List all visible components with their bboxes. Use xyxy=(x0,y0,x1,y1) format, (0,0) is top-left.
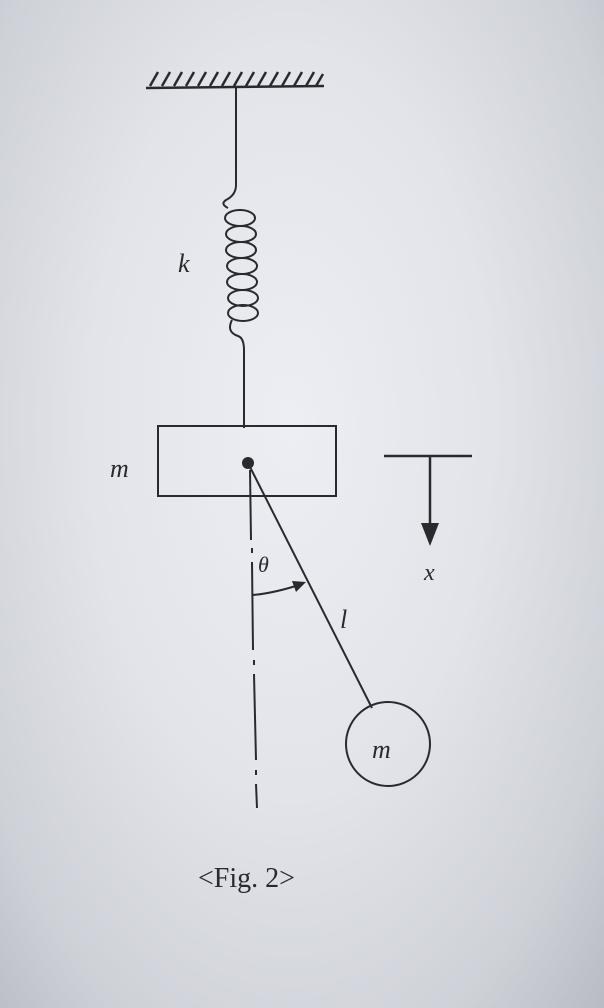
ceiling-support xyxy=(145,71,325,90)
rod-length-label: l xyxy=(340,605,347,634)
figure-caption: <Fig. 2> xyxy=(198,863,295,894)
pendulum-bob xyxy=(345,701,431,787)
spring xyxy=(222,87,259,428)
angle-label: θ xyxy=(258,552,269,577)
angle-arrowhead xyxy=(292,581,306,592)
block-mass-label: m xyxy=(110,454,129,483)
block-mass xyxy=(157,425,337,497)
displacement-arrow xyxy=(384,454,472,528)
displacement-arrowhead xyxy=(421,523,439,546)
displacement-label: x xyxy=(423,560,435,586)
vertical-reference-line xyxy=(249,469,258,809)
spring-constant-label: k xyxy=(178,249,190,278)
pendulum-rod xyxy=(248,464,373,709)
pivot-point xyxy=(242,457,254,469)
bob-mass-label: m xyxy=(372,735,391,764)
